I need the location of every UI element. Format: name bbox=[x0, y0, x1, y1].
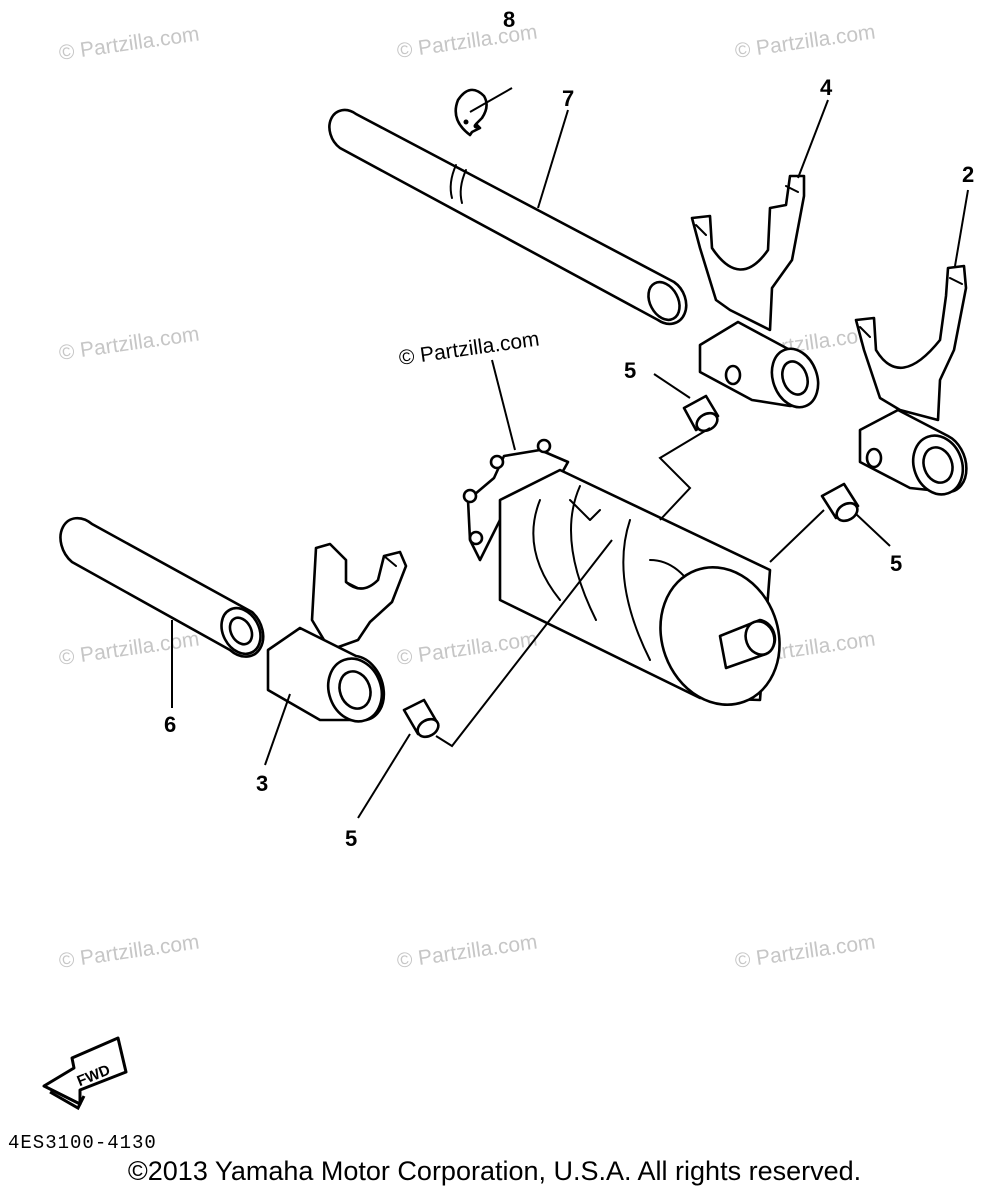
pin-5-lower bbox=[402, 698, 440, 739]
diagram-code: 4ES3100-4130 bbox=[8, 1132, 157, 1154]
shift-fork-2 bbox=[854, 264, 968, 496]
copyright-notice: ©2013 Yamaha Motor Corporation, U.S.A. A… bbox=[127, 1156, 862, 1186]
fwd-arrow-icon: FWD bbox=[42, 1036, 128, 1111]
watermark: © Partzilla.com bbox=[57, 930, 200, 972]
shift-drum-1 bbox=[462, 438, 781, 707]
callouts: 8 7 4 2 5 5 6 3 5 bbox=[164, 7, 974, 851]
watermark: © Partzilla.com bbox=[57, 22, 200, 64]
pin-5-right bbox=[820, 482, 860, 523]
callout-7: 7 bbox=[562, 86, 574, 111]
callout-8: 8 bbox=[503, 7, 515, 32]
callout-5-lower: 5 bbox=[345, 826, 357, 851]
watermark: © Partzilla.com bbox=[395, 20, 538, 62]
shift-fork-3 bbox=[266, 542, 408, 723]
leader-lines bbox=[171, 87, 969, 819]
callout-6: 6 bbox=[164, 712, 176, 737]
callout-5-right: 5 bbox=[890, 551, 902, 576]
shift-fork-4 bbox=[690, 174, 820, 409]
watermark: © Partzilla.com bbox=[733, 930, 876, 972]
watermark: © Partzilla.com bbox=[395, 930, 538, 972]
callout-4: 4 bbox=[820, 75, 833, 100]
watermark: © Partzilla.com bbox=[395, 627, 538, 669]
callout-2: 2 bbox=[962, 162, 974, 187]
watermark: © Partzilla.com bbox=[57, 322, 200, 364]
watermark: © Partzilla.com bbox=[57, 627, 200, 669]
watermark: © Partzilla.com bbox=[733, 20, 876, 62]
watermark-center: © Partzilla.com bbox=[397, 327, 540, 369]
pin-5-upper bbox=[682, 394, 720, 433]
circlip-8 bbox=[454, 88, 488, 137]
callout-5-upper: 5 bbox=[624, 358, 636, 383]
callout-3: 3 bbox=[256, 771, 268, 796]
guide-bar-7 bbox=[328, 108, 688, 326]
guide-bar-6 bbox=[59, 516, 265, 658]
